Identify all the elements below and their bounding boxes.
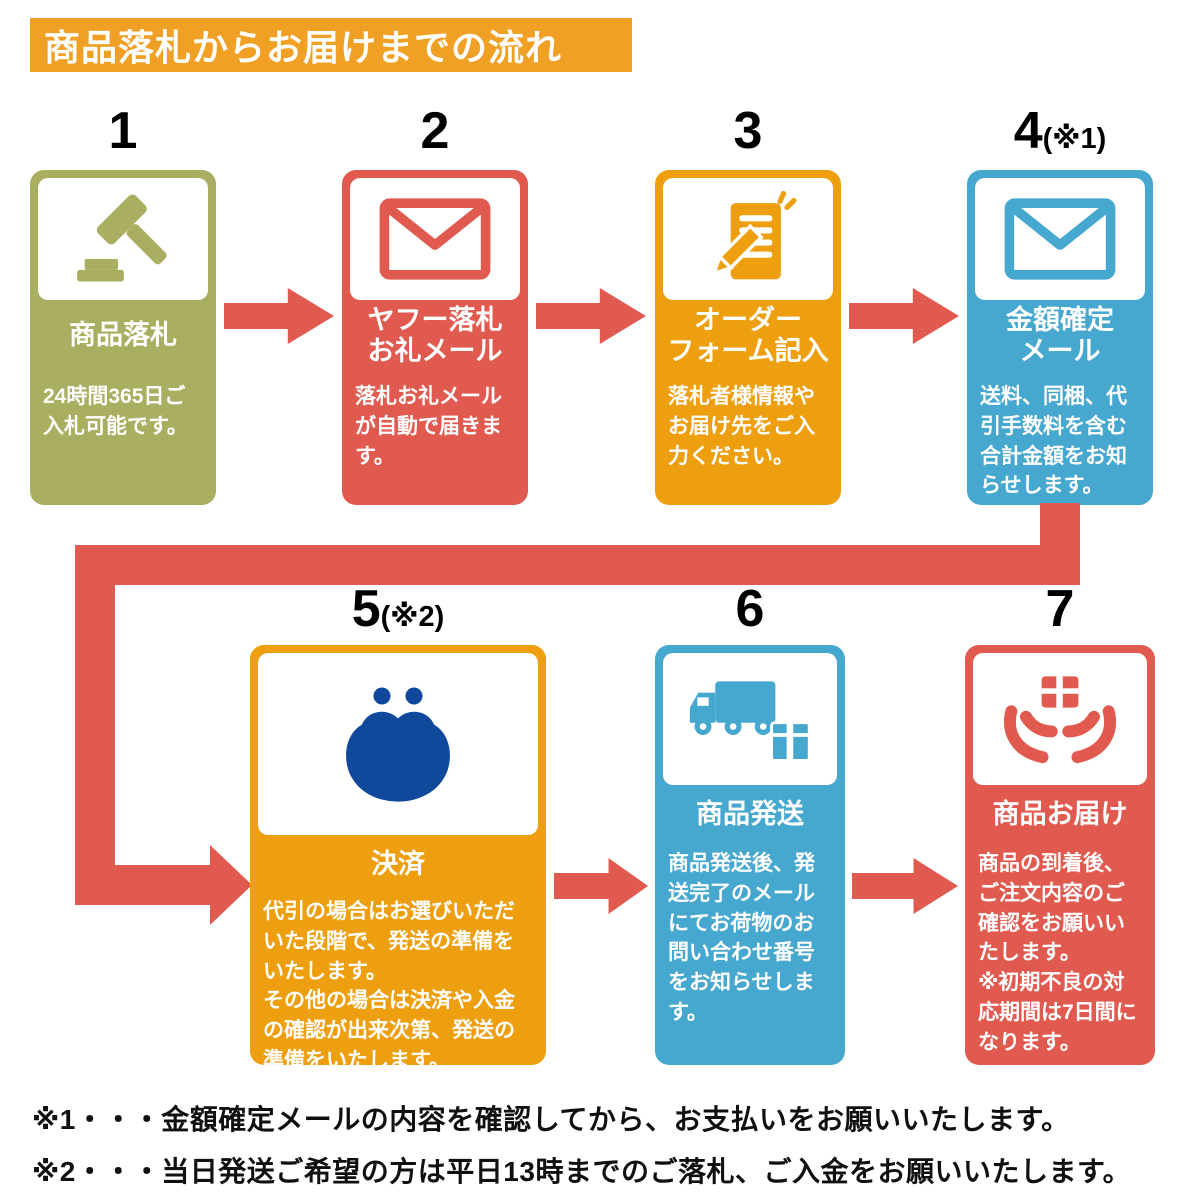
step-number-suffix: (※1) [1042, 123, 1107, 155]
gavel-icon [77, 194, 167, 282]
footnote-1: ※1・・・金額確定メールの内容を確認してから、お支払いをお願いいたします。 [32, 1104, 1070, 1135]
step-card-payment: 決済 代引の場合はお選びいただいた段階で、発送の準備をいたします。 その他の場合… [250, 645, 546, 1072]
step-number-1: 1 [30, 102, 216, 160]
flow-connector [75, 865, 211, 905]
flow-connector [75, 545, 1080, 585]
step-number-5: 5(※2) [250, 580, 546, 638]
truck-box-icon [689, 681, 811, 762]
step-number-text: 1 [108, 102, 138, 160]
step-card-thanks-mail: ヤフー落札 お礼メール 落札お礼メールが自動で届きます。 [342, 170, 528, 505]
step-number-4: 4(※1) [967, 102, 1153, 160]
page-title: 商品落札からお届けまでの流れ [30, 18, 632, 72]
step-description: 落札者様情報やお届け先をご入力ください。 [668, 385, 815, 468]
step-number-text: 5 [351, 580, 381, 638]
step-card-auction-win: 商品落札 24時間365日ご入札可能です。 [30, 170, 216, 505]
flow-arrow [849, 288, 959, 344]
flow-connector-arrowhead [210, 845, 252, 925]
step-label: 金額確定 メール [1006, 304, 1114, 366]
step-description: 送料、同梱、代引手数料を含む合計金額をお知らせします。 [980, 385, 1127, 498]
order-form-icon [711, 190, 797, 279]
footnote-2: ※2・・・当日発送ご希望の方は平日13時までのご落札、ご入金をお願いいたします。 [32, 1156, 1132, 1187]
step-number-text: 7 [1045, 580, 1075, 638]
step-label: ヤフー落札 お礼メール [367, 304, 503, 366]
step-number-text: 3 [733, 102, 763, 160]
step-icon-panel [663, 178, 833, 300]
step-number-text: 4 [1013, 102, 1043, 160]
step-card-delivery: 商品お届け 商品の到着後、ご注文内容のご確認をお願いいたします。 ※初期不良の対… [965, 645, 1155, 1065]
coin-purse-icon [346, 687, 450, 802]
step-icon-panel [38, 178, 208, 300]
step-icon-panel [975, 178, 1145, 300]
flow-arrow [554, 858, 648, 914]
step-number-suffix: (※2) [380, 601, 445, 633]
step-description: 落札お礼メールが自動で届きます。 [355, 385, 502, 468]
step-label: 商品お届け [992, 799, 1128, 830]
flow-arrow [852, 858, 958, 914]
step-label: 商品落札 [69, 320, 177, 351]
step-number-text: 2 [420, 102, 450, 160]
step-label: 決済 [371, 849, 425, 880]
step-description: 24時間365日ご入札可能です。 [43, 385, 188, 438]
step-card-order-form: オーダー フォーム記入 落札者様情報やお届け先をご入力ください。 [655, 170, 841, 505]
flow-arrow [536, 288, 646, 344]
flow-connector [75, 545, 115, 905]
hands-package-icon [1004, 675, 1116, 763]
flow-arrow [224, 288, 334, 344]
step-number-6: 6 [655, 580, 845, 638]
step-icon-panel [258, 653, 538, 835]
envelope-icon [1004, 198, 1116, 280]
step-icon-panel [663, 653, 837, 785]
step-description: 代引の場合はお選びいただいた段階で、発送の準備をいたします。 その他の場合は決済… [263, 900, 515, 1073]
step-number-text: 6 [735, 580, 765, 638]
step-card-price-mail: 金額確定 メール 送料、同梱、代引手数料を含む合計金額をお知らせします。 [967, 170, 1153, 505]
step-label: オーダー フォーム記入 [667, 304, 829, 366]
step-icon-panel [973, 653, 1147, 785]
step-description: 商品の到着後、ご注文内容のご確認をお願いいたします。 ※初期不良の対応期間は7日… [978, 852, 1137, 1054]
step-number-7: 7 [965, 580, 1155, 638]
step-card-shipping: 商品発送 商品発送後、発送完了のメールにてお荷物のお問い合わせ番号をお知らせしま… [655, 645, 845, 1065]
step-number-2: 2 [342, 102, 528, 160]
step-number-3: 3 [655, 102, 841, 160]
step-description: 商品発送後、発送完了のメールにてお荷物のお問い合わせ番号をお知らせします。 [668, 852, 815, 1025]
envelope-icon [379, 198, 491, 280]
step-label: 商品発送 [696, 799, 804, 830]
step-icon-panel [350, 178, 520, 300]
